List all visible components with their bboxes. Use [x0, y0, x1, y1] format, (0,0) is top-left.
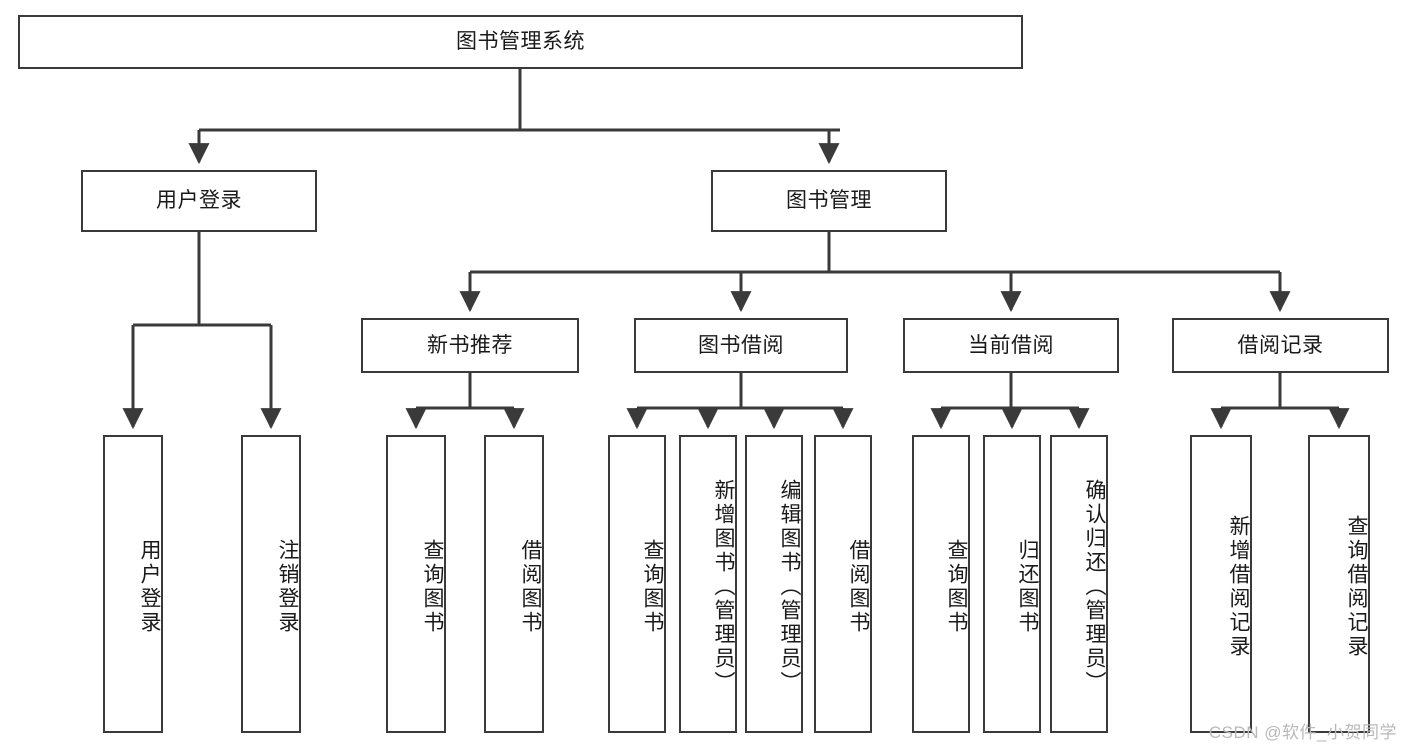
leaf-user-login-label: 用户登录 [138, 539, 161, 635]
leaf-query-book-new[interactable]: 查询图书 [386, 435, 446, 733]
leaf-query-book-borrow[interactable]: 查询图书 [608, 435, 666, 733]
leaf-lend-book-label: 借阅图书 [847, 539, 870, 635]
leaf-user-login[interactable]: 用户登录 [103, 435, 163, 733]
leaf-confirm-return-admin-label: 确认归还（管理员） [1083, 479, 1106, 695]
leaf-borrow-book-new[interactable]: 借阅图书 [484, 435, 544, 733]
leaf-return-book-label: 归还图书 [1016, 539, 1039, 635]
node-book-borrow-label: 图书借阅 [698, 333, 784, 357]
node-user-login[interactable]: 用户登录 [81, 170, 317, 232]
node-new-book-recommend[interactable]: 新书推荐 [361, 318, 579, 373]
node-borrow-records[interactable]: 借阅记录 [1172, 318, 1389, 373]
leaf-edit-book-admin[interactable]: 编辑图书（管理员） [745, 435, 803, 733]
leaf-add-book-admin-label: 新增图书（管理员） [712, 479, 735, 695]
node-current-borrow[interactable]: 当前借阅 [903, 318, 1119, 373]
leaf-confirm-return-admin[interactable]: 确认归还（管理员） [1050, 435, 1108, 733]
leaf-lend-book[interactable]: 借阅图书 [814, 435, 872, 733]
node-current-borrow-label: 当前借阅 [968, 333, 1054, 357]
leaf-query-book-new-label: 查询图书 [421, 539, 444, 635]
leaf-borrow-book-new-label: 借阅图书 [519, 539, 542, 635]
leaf-query-borrow-record-label: 查询借阅记录 [1345, 515, 1368, 659]
node-book-borrow[interactable]: 图书借阅 [634, 318, 848, 373]
leaf-query-book-current-label: 查询图书 [945, 539, 968, 635]
leaf-query-book-borrow-label: 查询图书 [641, 539, 664, 635]
leaf-logout-label: 注销登录 [276, 539, 299, 635]
leaf-return-book[interactable]: 归还图书 [983, 435, 1041, 733]
leaf-query-borrow-record[interactable]: 查询借阅记录 [1308, 435, 1370, 733]
node-root-label: 图书管理系统 [456, 30, 585, 54]
node-book-management[interactable]: 图书管理 [711, 170, 947, 232]
node-borrow-records-label: 借阅记录 [1237, 333, 1324, 357]
node-user-login-label: 用户登录 [156, 189, 242, 213]
node-root[interactable]: 图书管理系统 [18, 15, 1023, 69]
node-new-book-recommend-label: 新书推荐 [427, 333, 513, 357]
leaf-query-book-current[interactable]: 查询图书 [912, 435, 970, 733]
watermark: CSDN @软件_小贺同学 [1208, 723, 1397, 742]
leaf-edit-book-admin-label: 编辑图书（管理员） [778, 479, 801, 695]
node-book-management-label: 图书管理 [786, 189, 872, 213]
leaf-add-borrow-record[interactable]: 新增借阅记录 [1190, 435, 1252, 733]
leaf-add-book-admin[interactable]: 新增图书（管理员） [679, 435, 737, 733]
leaf-logout[interactable]: 注销登录 [241, 435, 301, 733]
leaf-add-borrow-record-label: 新增借阅记录 [1227, 515, 1250, 659]
